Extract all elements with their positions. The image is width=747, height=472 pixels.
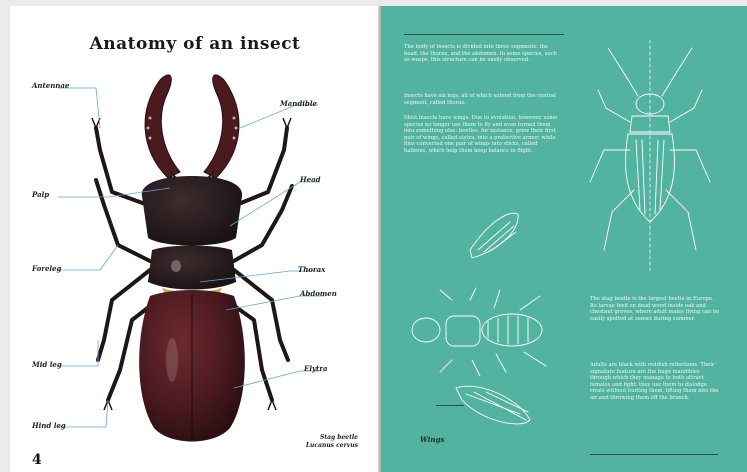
line-art-wings-and-body [0, 0, 747, 472]
